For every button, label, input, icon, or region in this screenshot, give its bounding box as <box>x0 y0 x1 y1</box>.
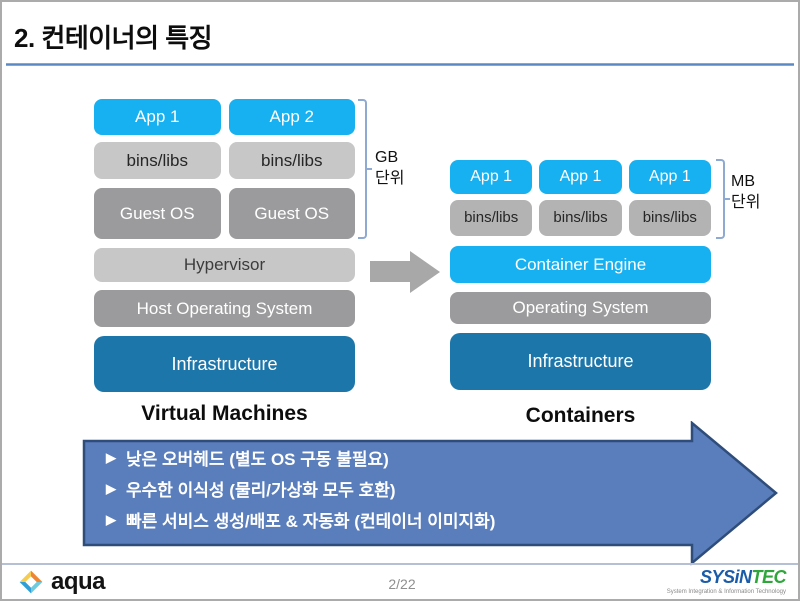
container-bins-box: bins/libs <box>628 200 711 236</box>
host-os-box: Host Operating System <box>94 290 355 327</box>
vm-infrastructure-box: Infrastructure <box>94 336 355 392</box>
vm-app-box: App 2 <box>228 99 355 135</box>
container-app-box: App 1 <box>450 160 533 194</box>
container-app-box: App 1 <box>628 160 711 194</box>
aqua-wordmark: aqua <box>51 568 106 595</box>
aqua-pinwheel-icon <box>19 570 43 594</box>
mb-unit-label: MB 단위 <box>731 173 761 211</box>
vm-caption: Virtual Machines <box>141 402 308 425</box>
aqua-logo: aqua <box>18 568 106 596</box>
container-app-box: App 1 <box>539 160 622 194</box>
page-title: 2. 컨테이너의 특징 <box>14 23 213 53</box>
container-engine-box: Container Engine <box>450 246 711 283</box>
benefit-item: ▶ 우수한 이식성 (물리/가상화 모두 호환) <box>106 473 706 504</box>
guest-os-box: Guest OS <box>94 188 221 239</box>
page-number: 2/22 <box>388 576 416 592</box>
benefit-text: 빠른 서비스 생성/배포 & 자동화 (컨테이너 이미지화) <box>126 512 496 531</box>
sysintec-tagline: System Integration & Information Technol… <box>666 589 786 595</box>
sysintec-wordmark: SYSiNTEC <box>667 567 787 588</box>
triangle-bullet-icon: ▶ <box>106 512 116 527</box>
benefits-banner-arrow <box>82 421 778 566</box>
container-bins-row: bins/libs bins/libs bins/libs <box>450 200 711 236</box>
container-bins-box: bins/libs <box>450 200 533 236</box>
vm-app-row: App 1 App 2 <box>94 99 355 135</box>
guest-os-box: Guest OS <box>228 188 355 239</box>
vm-app-box: App 1 <box>94 99 221 135</box>
gb-unit-label: GB 단위 <box>375 149 405 187</box>
vm-stack: App 1 App 2 bins/libs bins/libs Guest OS… <box>94 99 355 392</box>
container-bins-box: bins/libs <box>539 200 622 236</box>
title-divider <box>6 63 794 66</box>
benefit-text: 낮은 오버헤드 (별도 OS 구동 불필요) <box>126 450 389 469</box>
vm-guest-os-row: Guest OS Guest OS <box>94 188 355 239</box>
gb-bracket <box>358 99 372 239</box>
vm-bins-box: bins/libs <box>94 142 221 179</box>
benefit-item: ▶ 낮은 오버헤드 (별도 OS 구동 불필요) <box>106 442 706 473</box>
benefit-text: 우수한 이식성 (물리/가상화 모두 호환) <box>126 481 396 500</box>
container-stack: App 1 App 1 App 1 bins/libs bins/libs bi… <box>450 160 711 390</box>
sysintec-wordmark-green: TEC <box>751 567 787 587</box>
containers-caption: Containers <box>525 404 636 427</box>
vm-bins-row: bins/libs bins/libs <box>94 142 355 179</box>
container-app-row: App 1 App 1 App 1 <box>450 160 711 194</box>
benefit-item: ▶ 빠른 서비스 생성/배포 & 자동화 (컨테이너 이미지화) <box>106 504 706 535</box>
footer-divider <box>2 563 798 565</box>
hypervisor-box: Hypervisor <box>94 248 355 282</box>
vm-bins-box: bins/libs <box>228 142 355 179</box>
sysintec-logo: SYSiNTEC System Integration & Informatio… <box>666 567 787 595</box>
triangle-bullet-icon: ▶ <box>106 481 116 496</box>
sysintec-wordmark-blue: SYSiN <box>699 567 752 587</box>
triangle-bullet-icon: ▶ <box>106 450 116 465</box>
container-infrastructure-box: Infrastructure <box>450 333 711 390</box>
operating-system-box: Operating System <box>450 292 711 324</box>
flow-arrow-icon <box>370 251 440 293</box>
benefits-list: ▶ 낮은 오버헤드 (별도 OS 구동 불필요) ▶ 우수한 이식성 (물리/가… <box>106 442 706 535</box>
mb-bracket <box>716 159 730 239</box>
